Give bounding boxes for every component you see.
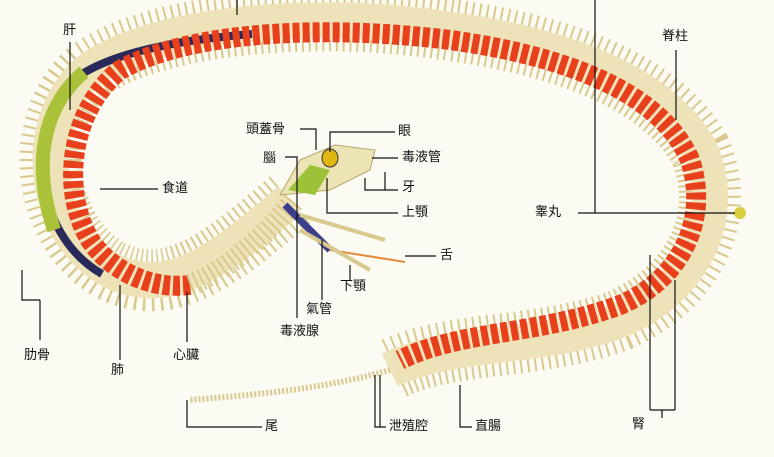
tail <box>189 367 391 403</box>
label-fang: 牙 <box>402 180 416 195</box>
label-brain: 腦 <box>263 151 277 166</box>
label-skull: 頭蓋骨 <box>246 122 286 137</box>
label-tongue: 舌 <box>440 248 454 263</box>
leader-lines <box>21 0 735 428</box>
body-bone <box>32 2 728 387</box>
label-lung: 肺 <box>111 363 125 378</box>
label-ribs: 肋骨 <box>24 348 51 363</box>
label-venom-gland: 毒液腺 <box>280 324 320 339</box>
label-esophagus: 食道 <box>162 181 189 196</box>
organs <box>63 22 707 370</box>
label-testis: 睾丸 <box>535 205 562 220</box>
label-tail: 尾 <box>265 419 279 434</box>
label-kidney: 腎 <box>632 417 646 432</box>
label-venom-duct: 毒液管 <box>402 150 442 165</box>
label-upper-jaw: 上顎 <box>402 205 429 220</box>
label-eye: 眼 <box>398 124 412 139</box>
label-liver: 肝 <box>63 23 77 38</box>
label-spine: 脊柱 <box>662 29 689 44</box>
label-heart: 心臟 <box>173 348 200 363</box>
label-lower-jaw: 下顎 <box>340 279 367 294</box>
label-trachea: 氣管 <box>306 302 333 317</box>
label-cloaca: 泄殖腔 <box>389 419 429 434</box>
label-rectum: 直腸 <box>475 419 502 434</box>
testis <box>734 207 746 219</box>
